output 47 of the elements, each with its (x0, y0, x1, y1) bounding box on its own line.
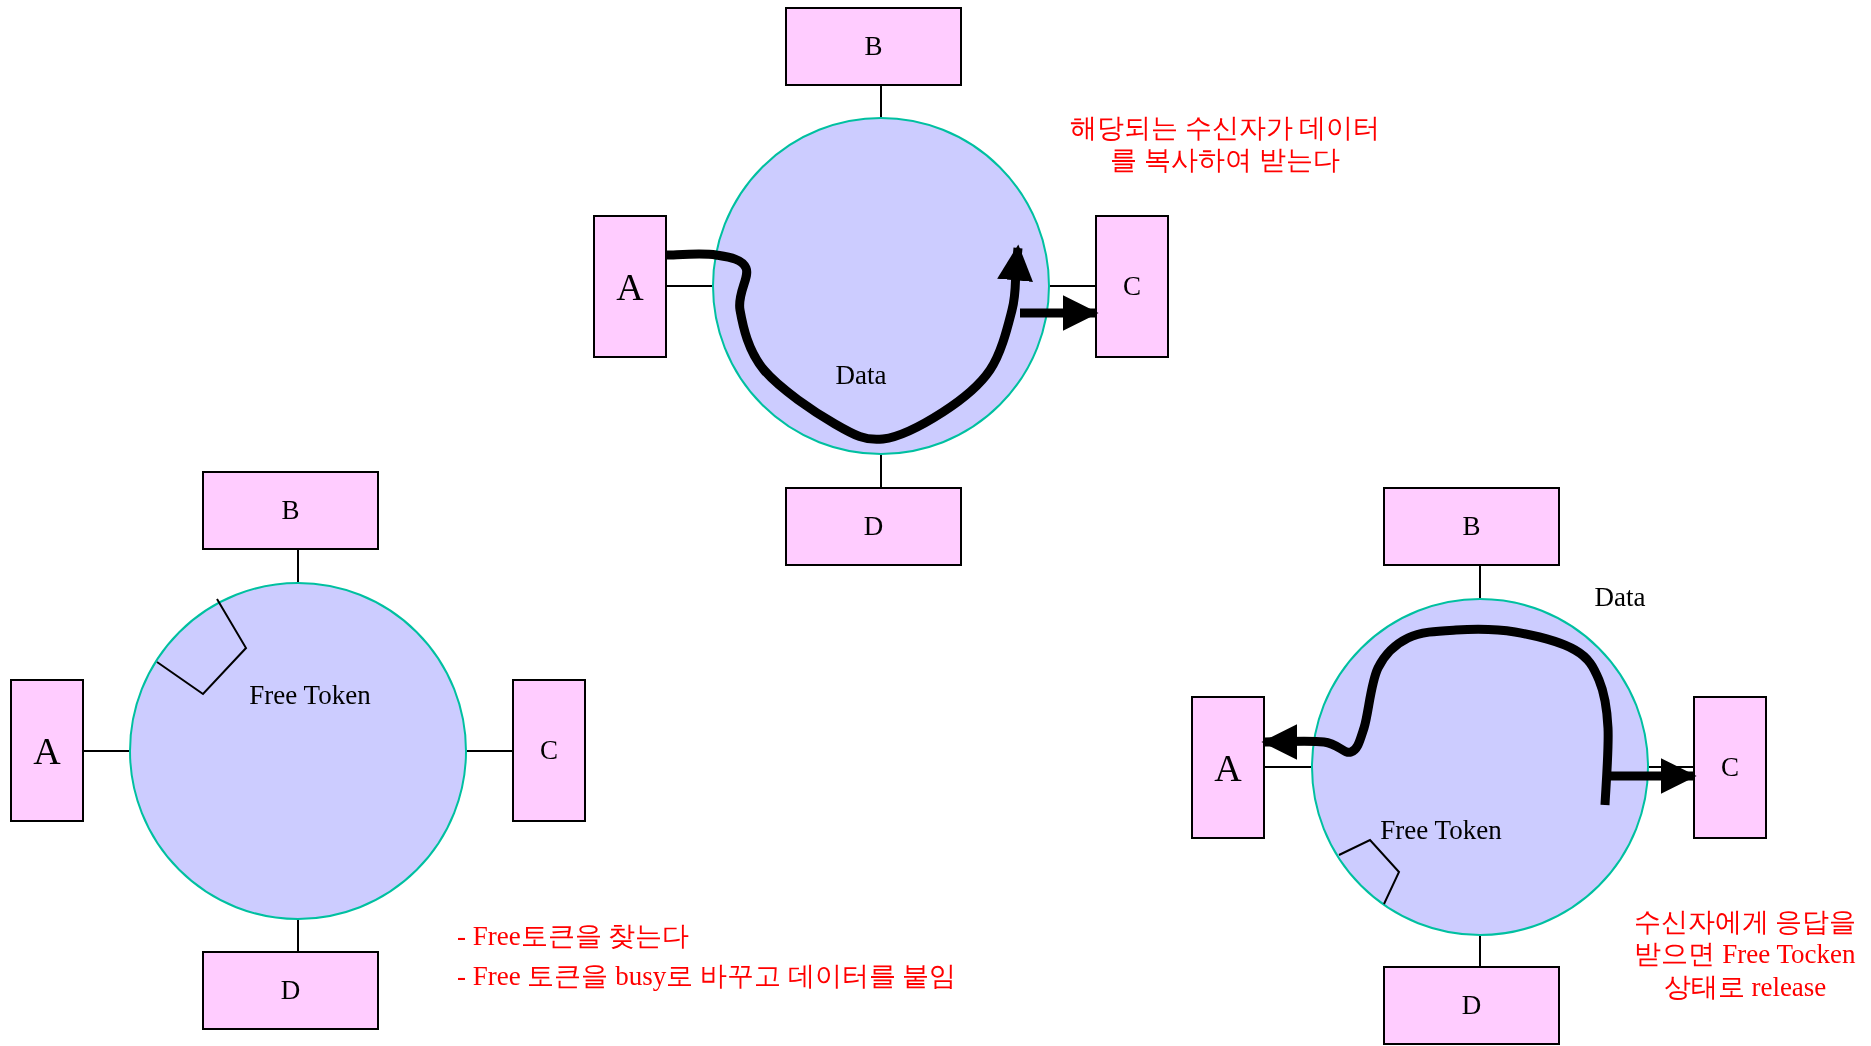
station-box (10, 679, 84, 822)
station-box (1383, 966, 1560, 1045)
ring-caption: Data (1594, 581, 1646, 613)
station-box (1383, 487, 1560, 566)
station-label: C (540, 735, 558, 766)
connector-line (297, 549, 299, 583)
connector-line (83, 750, 130, 752)
ring-label: Free Token (249, 679, 371, 711)
connector-line (1648, 766, 1694, 768)
connector-line (1264, 766, 1312, 768)
station-label: A (1214, 745, 1242, 790)
ring-label: Free Token (1380, 814, 1502, 846)
connector-line (880, 85, 882, 118)
connector-line (666, 285, 713, 287)
station-box (785, 487, 962, 566)
flow-arrow (1020, 295, 1099, 331)
station-box (202, 951, 379, 1030)
annotation-note: 해당되는 수신자가 데이터를 복사하여 받는다 (1068, 112, 1382, 177)
station-box (593, 215, 667, 358)
connector-line (297, 919, 299, 952)
annotation-note: - Free토큰을 찾는다 (457, 920, 691, 953)
station-label: A (33, 728, 61, 773)
connector-line (466, 750, 513, 752)
station-box (1693, 696, 1767, 839)
station-label: A (616, 264, 644, 309)
station-label: D (1461, 990, 1482, 1021)
connector-line (880, 454, 882, 488)
station-label: C (1721, 752, 1739, 783)
station-box (1191, 696, 1265, 839)
station-box (785, 7, 962, 86)
annotation-note: - Free 토큰을 busy로 바꾸고 데이터를 붙임 (457, 960, 958, 993)
station-label: B (864, 31, 883, 62)
station-label: D (280, 975, 301, 1006)
station-label: B (281, 495, 300, 526)
connector-line (1049, 285, 1096, 287)
station-box (202, 471, 379, 550)
connector-line (1479, 565, 1481, 599)
annotation-note: 수신자에게 응답을 받으면 Free Tocken 상태로 release (1632, 906, 1858, 1004)
flow-arrow (666, 244, 1034, 444)
connector-line (1479, 935, 1481, 967)
station-label: C (1123, 271, 1141, 302)
ring-label: Data (835, 359, 887, 391)
station-box (512, 679, 586, 822)
station-label: B (1462, 511, 1481, 542)
station-label: D (863, 511, 884, 542)
station-box (1095, 215, 1169, 358)
flow-arrow (1261, 624, 1613, 806)
